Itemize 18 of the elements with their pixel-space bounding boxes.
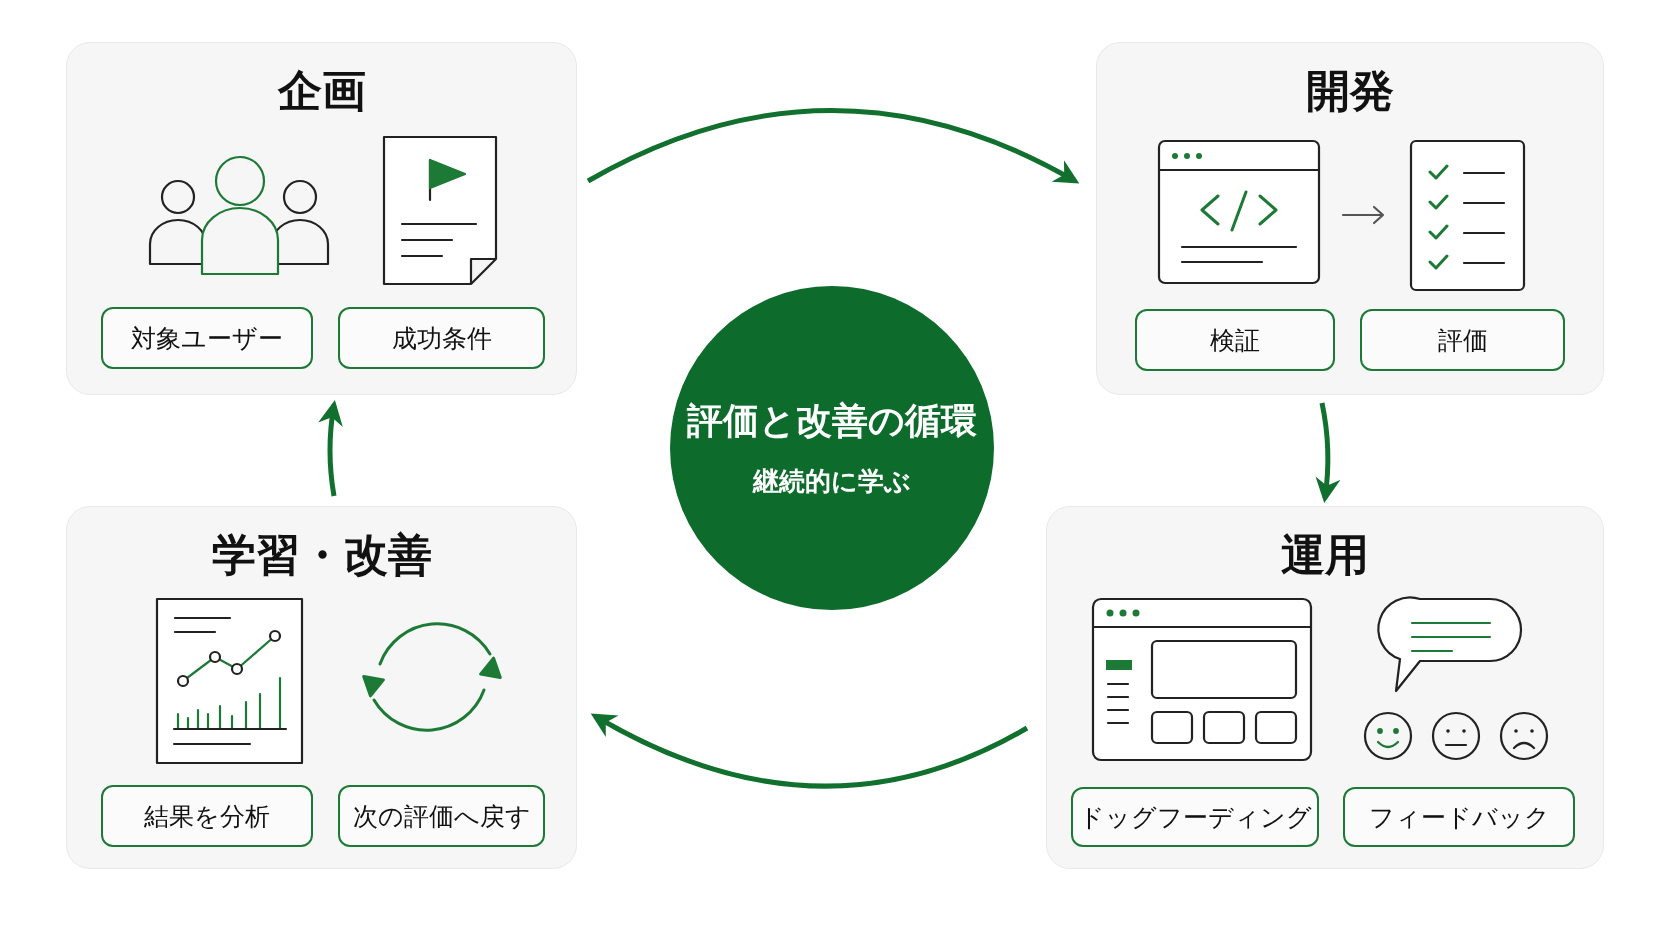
tag-label: 次の評価へ戻す: [338, 785, 545, 847]
tag-label: フィードバック: [1343, 787, 1575, 847]
tag-label: 検証: [1135, 309, 1335, 371]
panel-title: 運用: [1280, 533, 1370, 577]
panel-title: 開発: [1305, 69, 1395, 113]
tag-label: ドッグフーディング: [1071, 787, 1319, 847]
panel-title: 学習・改善: [210, 533, 433, 577]
panel-title: 企画: [276, 69, 367, 113]
cycle-arrow: [1315, 402, 1340, 503]
tag-label: 成功条件: [338, 307, 545, 369]
tag-label: 評価: [1360, 309, 1565, 371]
tag-label: 結果を分析: [101, 785, 313, 847]
cycle-arrow: [586, 108, 1080, 184]
cycle-arrow: [590, 713, 1029, 789]
circle-title: 評価と改善の循環: [687, 399, 977, 443]
circle-subtitle: 継続的に学ぶ: [753, 465, 911, 498]
tag-label: 対象ユーザー: [101, 307, 313, 369]
cycle-arrow: [318, 400, 344, 497]
